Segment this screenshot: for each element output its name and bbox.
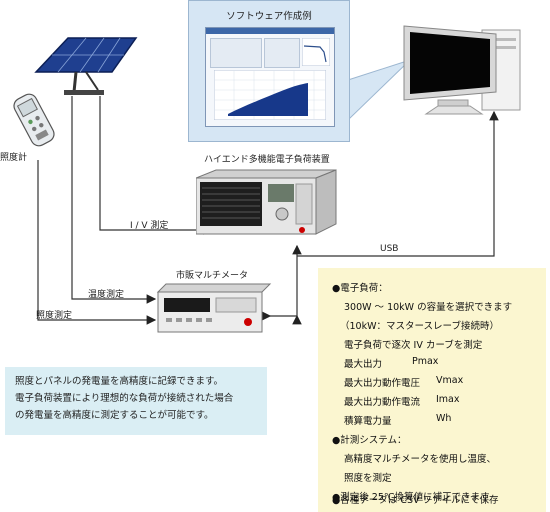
- spec-wh-value: Wh: [436, 413, 452, 424]
- usb-label: USB: [380, 244, 399, 254]
- spec-heading-measure: ●計測システム：: [332, 435, 407, 446]
- software-panel: ソフトウェア作成例: [188, 0, 350, 142]
- spec-wh-label: 積算電力量: [344, 416, 392, 427]
- spec-panel: ●電子負荷： 300W ～ 10kW の容量を選択できます （10kW：マスター…: [318, 268, 546, 512]
- spec-multimeter: 高精度マルチメータを使用し温度、: [344, 454, 497, 465]
- spec-illuminance: 照度を測定: [344, 473, 392, 484]
- spec-pmax-value: Pmax: [412, 356, 439, 367]
- note-line-2: 電子負荷装置により理想的な負荷が接続された場合: [15, 393, 234, 404]
- load-device-label: ハイエンド多機能電子負荷装置: [204, 155, 330, 165]
- temp-measure-label: 温度測定: [88, 290, 125, 300]
- note-line-1: 照度とパネルの発電量を高精度に記録できます。: [15, 376, 224, 387]
- temp-line: [71, 96, 157, 304]
- software-title: ソフトウェア作成例: [226, 11, 312, 22]
- illum-measure-label: 照度測定: [36, 311, 73, 321]
- iv-line: [99, 96, 214, 235]
- iv-measure-label: I / V 測定: [130, 221, 169, 231]
- spec-pmax-label: 最大出力: [344, 359, 383, 370]
- illuminance-meter-icon: [13, 93, 55, 147]
- solar-panel-icon: [34, 37, 138, 95]
- illuminance-meter-label: 照度計: [0, 153, 28, 163]
- spec-master-slave: （10kW：マスタースレーブ接続時）: [340, 321, 499, 332]
- spec-heading-load: ●電子負荷：: [332, 283, 388, 294]
- spec-csv: ●各種データは CSV ファイルにて保存: [332, 495, 499, 506]
- spec-correction: ●測定後 25℃換算値に補正できます: [332, 492, 490, 503]
- electronic-load-icon: [196, 169, 337, 235]
- multimeter-icon: [156, 283, 272, 333]
- spec-imax-label: 最大出力動作電流: [344, 397, 421, 408]
- spec-vmax-value: Vmax: [436, 375, 464, 386]
- spec-imax-value: Imax: [436, 394, 460, 405]
- usb-line: [297, 110, 499, 257]
- note-line-3: の発電量を高精度に測定することが可能です。: [15, 410, 214, 421]
- spec-iv-curve: 電子負荷で逐次 IV カーブを測定: [344, 340, 483, 351]
- spec-capacity: 300W ～ 10kW の容量を選択できます: [344, 302, 513, 313]
- software-window-illustration: [205, 27, 335, 127]
- description-note: 照度とパネルの発電量を高精度に記録できます。 電子負荷装置により理想的な負荷が接…: [5, 367, 267, 435]
- spec-vmax-label: 最大出力動作電圧: [344, 378, 421, 389]
- multimeter-label: 市販マルチメータ: [176, 271, 249, 281]
- pc-monitor-icon: [403, 25, 521, 115]
- illum-line: [37, 160, 157, 325]
